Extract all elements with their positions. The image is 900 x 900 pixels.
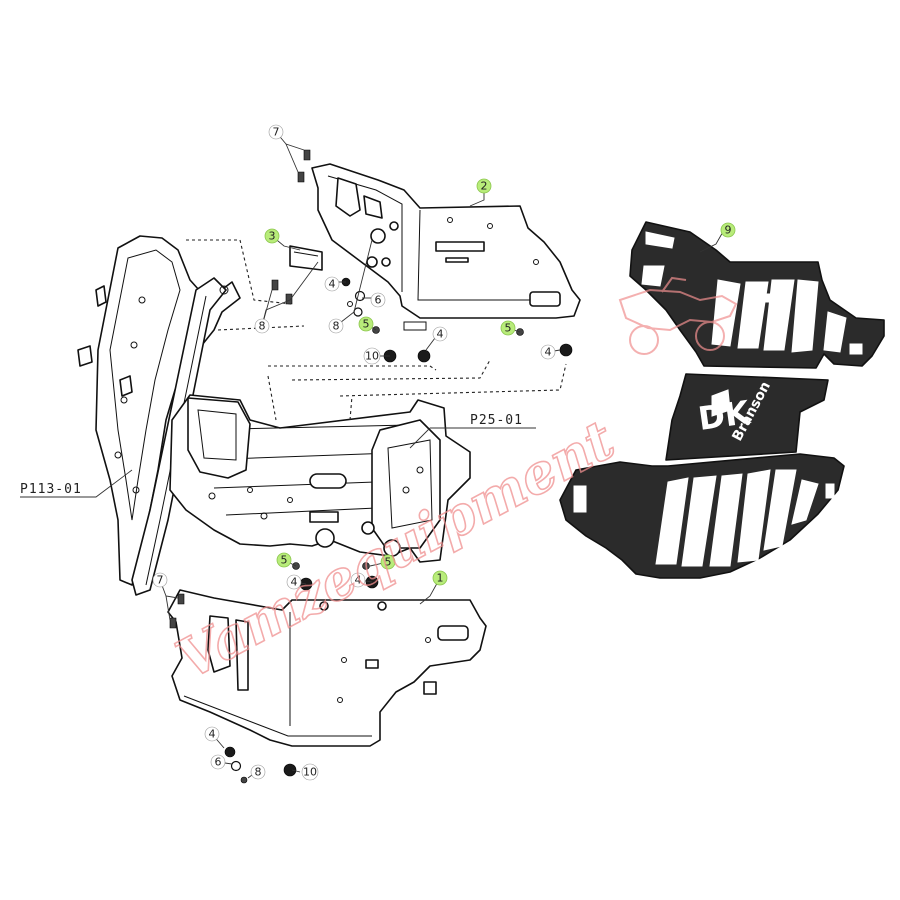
part-3-bracket	[289, 245, 323, 271]
callout-3: 3	[264, 228, 280, 244]
svg-text:10: 10	[303, 766, 317, 779]
svg-text:7: 7	[157, 574, 164, 587]
svg-text:4: 4	[329, 278, 336, 291]
callout-4-upper-right: 4	[540, 344, 556, 360]
svg-text:3: 3	[269, 230, 276, 243]
svg-text:9: 9	[725, 224, 732, 237]
callout-8-left: 8	[254, 318, 270, 334]
svg-text:5: 5	[385, 556, 392, 569]
svg-text:5: 5	[281, 554, 288, 567]
svg-text:7: 7	[273, 126, 280, 139]
callout-4-upper: 4	[324, 276, 340, 292]
part-9-footrest-cover: DK Branson	[559, 221, 885, 579]
callout-9: 9	[720, 222, 736, 238]
part-1-lower-plate	[167, 589, 487, 747]
callout-5-lower-left: 5	[276, 552, 292, 568]
svg-text:6: 6	[215, 756, 222, 769]
callout-7-top: 7	[268, 124, 284, 140]
svg-text:6: 6	[375, 294, 382, 307]
svg-text:5: 5	[505, 322, 512, 335]
callout-8-mid: 8	[328, 318, 344, 334]
svg-text:10: 10	[365, 350, 379, 363]
subframe-reference-label: P25-01	[470, 413, 523, 428]
frame-reference-label: P113-01	[20, 482, 82, 497]
svg-text:4: 4	[291, 576, 298, 589]
callout-4-bottom: 4	[204, 726, 220, 742]
svg-text:8: 8	[333, 320, 340, 333]
callout-10-bottom: 10	[301, 763, 319, 781]
svg-text:8: 8	[255, 766, 262, 779]
part-2-upper-plate	[311, 163, 581, 331]
callout-5-upper-right: 5	[500, 320, 516, 336]
svg-text:4: 4	[209, 728, 216, 741]
svg-text:1: 1	[437, 572, 444, 585]
callout-5-lower-right: 5	[380, 554, 396, 570]
callout-2: 2	[476, 178, 492, 194]
sub-frame	[169, 394, 471, 563]
svg-text:4: 4	[545, 346, 552, 359]
callout-4-lower-right: 4	[350, 572, 366, 588]
svg-text:4: 4	[437, 328, 444, 341]
callout-5-upper-left: 5	[358, 316, 374, 332]
callout-4-upper-mid: 4	[432, 326, 448, 342]
callouts: 7 2 3 9 4 6 8 8 5 10 4 5 4 5 5 4 4 1 7 4…	[152, 124, 736, 781]
callout-1: 1	[432, 570, 448, 586]
callout-10-upper: 10	[363, 347, 381, 365]
watermark-atv-icon	[618, 276, 738, 355]
callout-6-upper: 6	[370, 292, 386, 308]
callout-6-bottom: 6	[210, 754, 226, 770]
svg-text:8: 8	[259, 320, 266, 333]
callout-8-bottom: 8	[250, 764, 266, 780]
cover-logo-mark: DK	[696, 393, 753, 438]
callout-4-lower-left: 4	[286, 574, 302, 590]
svg-text:5: 5	[363, 318, 370, 331]
svg-text:4: 4	[355, 574, 362, 587]
callout-7-lower: 7	[152, 572, 168, 588]
svg-text:2: 2	[481, 180, 488, 193]
